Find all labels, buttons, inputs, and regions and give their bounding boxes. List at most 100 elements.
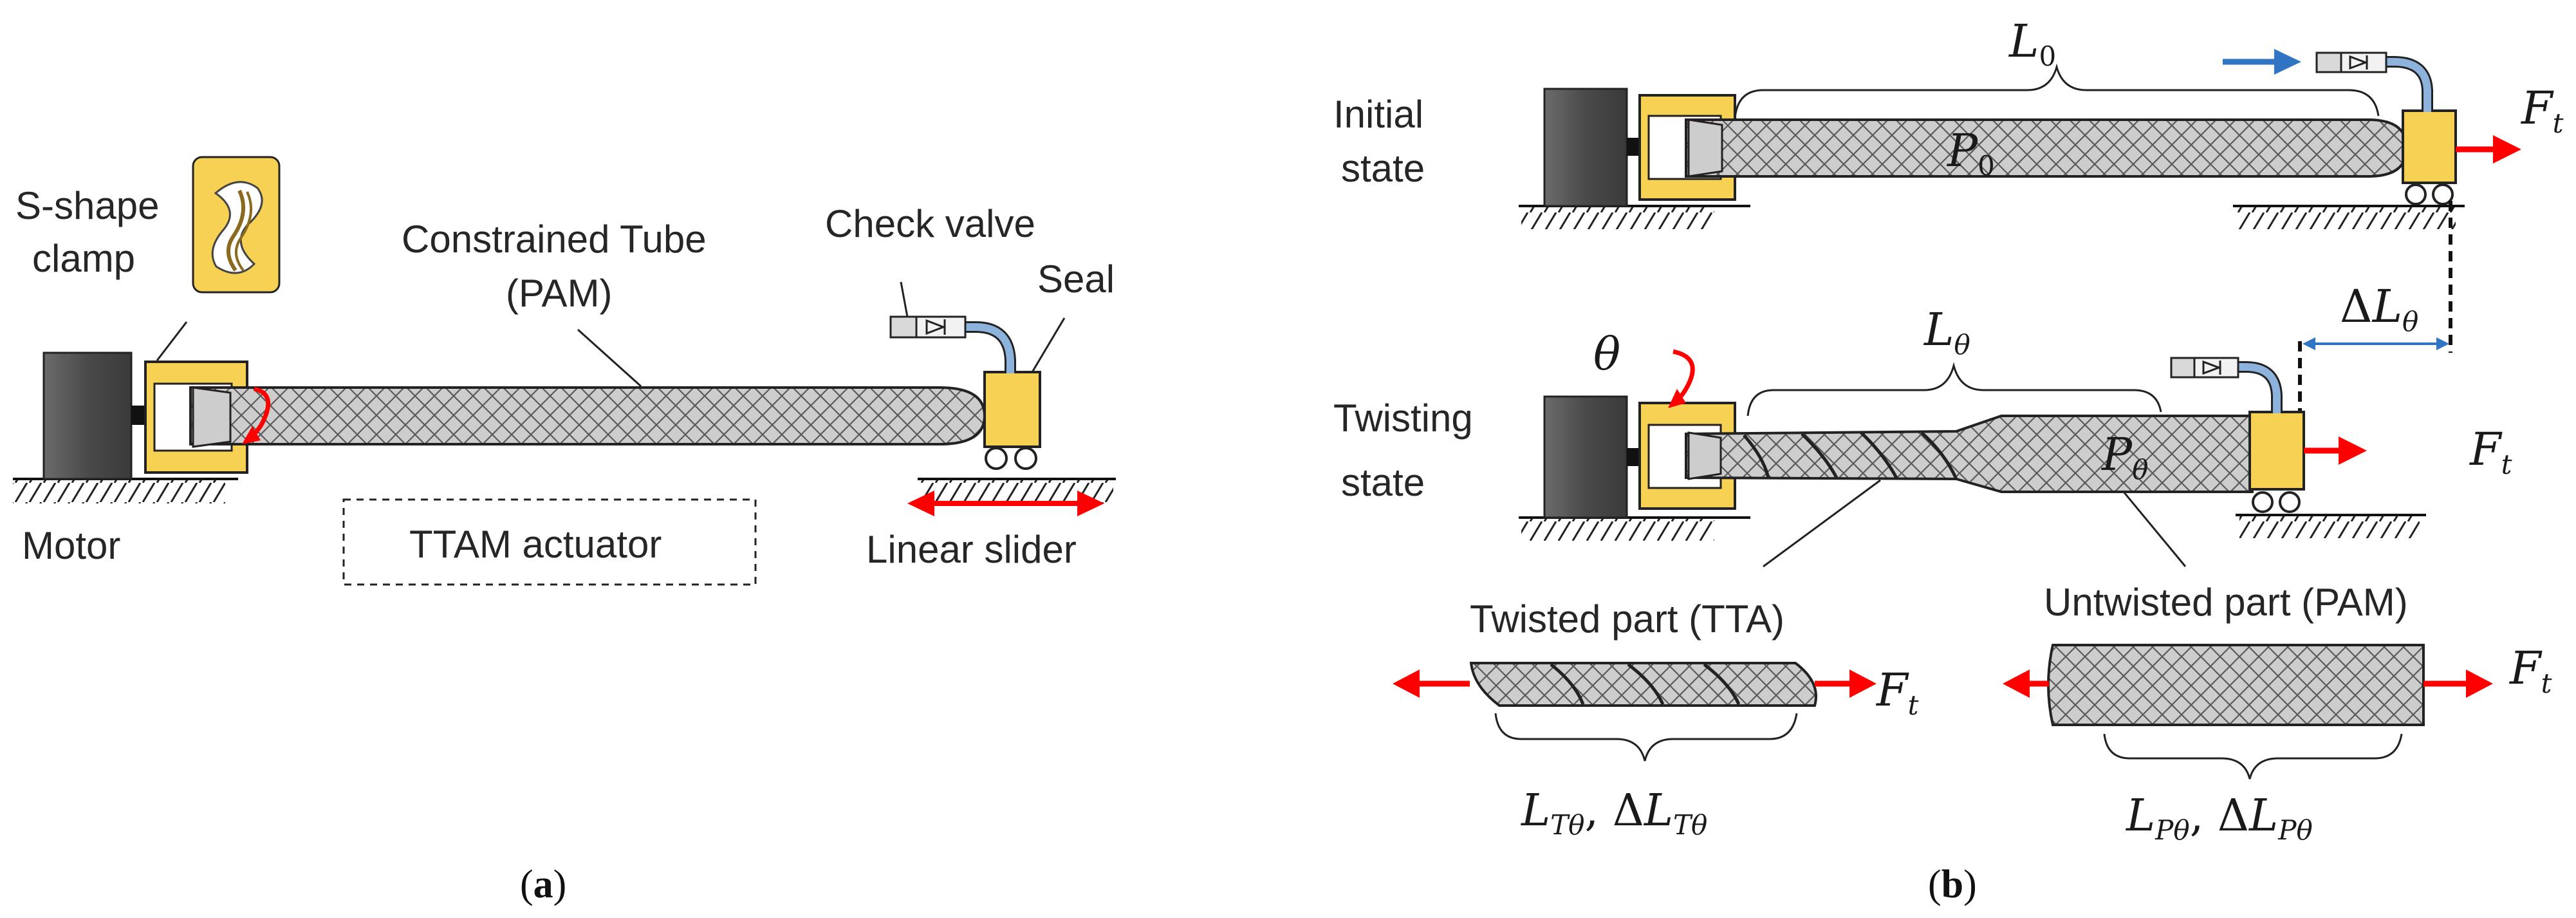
Ft-initial-label: Ft (2520, 82, 2564, 139)
wheel-left (985, 447, 1008, 470)
slider-label: Linear slider (866, 528, 1077, 571)
twist-length-bracket (1747, 362, 2162, 417)
initial-force-arrowhead (2493, 135, 2521, 164)
seal-label: Seal (1037, 258, 1115, 301)
P-theta-label: Pθ (2100, 428, 2148, 485)
initial-motor-ground-hatch (1521, 207, 1714, 229)
initial-state-label-1: Initial (1333, 93, 1423, 136)
tube-label-2: (PAM) (506, 272, 613, 315)
check-valve-label: Check valve (825, 202, 1035, 245)
twist-force-arrowhead (2339, 436, 2367, 465)
constrained-tube (189, 386, 987, 445)
initial-state-label-2: state (1341, 147, 1425, 190)
hose-inner (929, 323, 1014, 373)
isolated-untwisted-part (2047, 644, 2425, 726)
motor-label: Motor (22, 524, 120, 567)
check-valve-icon (925, 319, 947, 335)
twist-line-2 (1801, 433, 1839, 479)
iso-twist-bracket (1494, 713, 1798, 762)
initial-check-valve-cap (2315, 52, 2342, 73)
twist-motor-ground-hatch (1521, 519, 1714, 541)
P0-label: P0 (1946, 124, 1995, 182)
rotation-arrowhead (242, 426, 261, 444)
s-shape-label-1: S-shape (15, 184, 159, 227)
untwisted-part-length-label: LPθ, ΔLPθ (2125, 791, 2313, 846)
twist-line-4 (1920, 431, 1958, 480)
slider-arrow-left (907, 491, 934, 516)
twist-wheel-left (2252, 491, 2274, 513)
twist-check-valve-icon (2202, 360, 2222, 375)
twist-seal (2248, 411, 2305, 491)
initial-length-bracket (1734, 63, 2380, 119)
clamp-inset-curve-2 (235, 191, 252, 272)
twist-check-valve-cap (2170, 357, 2196, 379)
twisted-part-leader (1763, 479, 1881, 568)
seal (983, 371, 1041, 448)
initial-motor-shaft (1627, 138, 1640, 156)
Ft-twist-label: Ft (2469, 423, 2512, 480)
initial-hose-inner (2355, 58, 2431, 112)
clamp-jaw (192, 386, 232, 448)
initial-wheel-left (2405, 183, 2427, 205)
delta-length-arrowhead-left (2303, 337, 2315, 350)
iso-untwist-left-arrowhead (2003, 670, 2030, 698)
twisting-state-label-2: state (1341, 461, 1425, 504)
initial-check-valve-icon (2349, 55, 2369, 70)
twisted-part-length-label: LTθ, ΔLTθ (1520, 785, 1707, 841)
isolated-twisted-part (1469, 662, 1817, 707)
iso-twist-line-1 (1550, 663, 1585, 705)
twist-hose-inner (2207, 363, 2281, 413)
Ft-twisted-part-label: Ft (1875, 664, 1919, 721)
slider-arrow-right (1077, 491, 1104, 516)
initial-wheel-right (2432, 183, 2454, 205)
iso-twist-left-arrowhead (1393, 670, 1420, 698)
twist-line-3 (1860, 431, 1899, 480)
twisting-state-label-1: Twisting (1333, 397, 1473, 440)
twist-wheel-right (2279, 491, 2301, 513)
actuator-box (342, 498, 757, 586)
delta-length-arrowhead-right (2436, 337, 2449, 350)
L0-label: L0 (2008, 15, 2056, 72)
untwisted-part-label: Untwisted part (PAM) (2044, 581, 2408, 624)
initial-tube (1685, 118, 2409, 178)
motor-shaft (131, 406, 145, 425)
actuator-label: TTAM actuator (409, 523, 662, 566)
twist-motor (1543, 395, 1628, 519)
initial-slider-ground-hatch (2237, 207, 2456, 229)
delta-L-theta-label: ΔLθ (2340, 280, 2418, 337)
L-theta-label: Lθ (1923, 303, 1970, 361)
twist-clamp-jaw (1687, 431, 1722, 480)
iso-untwist-right-arrowhead (2466, 670, 2493, 698)
initial-seal (2402, 109, 2457, 184)
panel-a: S-shape clamp Constrained Tube (PAM) Che… (13, 156, 1116, 906)
tube-leader (577, 328, 642, 388)
tube-label-1: Constrained Tube (402, 218, 707, 261)
iso-twist-right-arrowhead (1849, 670, 1876, 698)
Ft-untwisted-part-label: Ft (2508, 642, 2552, 699)
s-shape-label-2: clamp (32, 237, 135, 280)
iso-twist-line-2 (1627, 663, 1665, 706)
iso-untwist-bracket (2103, 733, 2403, 780)
motor (42, 351, 133, 480)
clamp-leader (156, 321, 188, 361)
theta-rotation-arrowhead (1668, 389, 1686, 408)
twist-line-1 (1743, 434, 1770, 478)
twisted-section (1685, 415, 2254, 493)
theta-label: θ (1593, 328, 1620, 380)
seal-leader (1031, 317, 1066, 373)
untwisted-part-leader (2122, 491, 2187, 567)
initial-motor (1543, 88, 1628, 207)
panel-b: Initial state Twisting state Twisted par… (1333, 15, 2564, 906)
motor-ground-hatch (13, 480, 225, 503)
wheel-right (1014, 447, 1037, 470)
twist-motor-shaft (1627, 448, 1640, 466)
iso-twist-line-3 (1703, 663, 1741, 706)
check-valve-cap (889, 315, 918, 339)
panel-b-label: (b) (1928, 863, 1977, 906)
clamp-inset-curve (227, 189, 245, 272)
valve-leader (900, 281, 909, 317)
initial-clamp-jaw (1687, 118, 1723, 178)
twisted-part-label: Twisted part (TTA) (1470, 597, 1784, 641)
flow-arrowhead (2274, 49, 2301, 75)
